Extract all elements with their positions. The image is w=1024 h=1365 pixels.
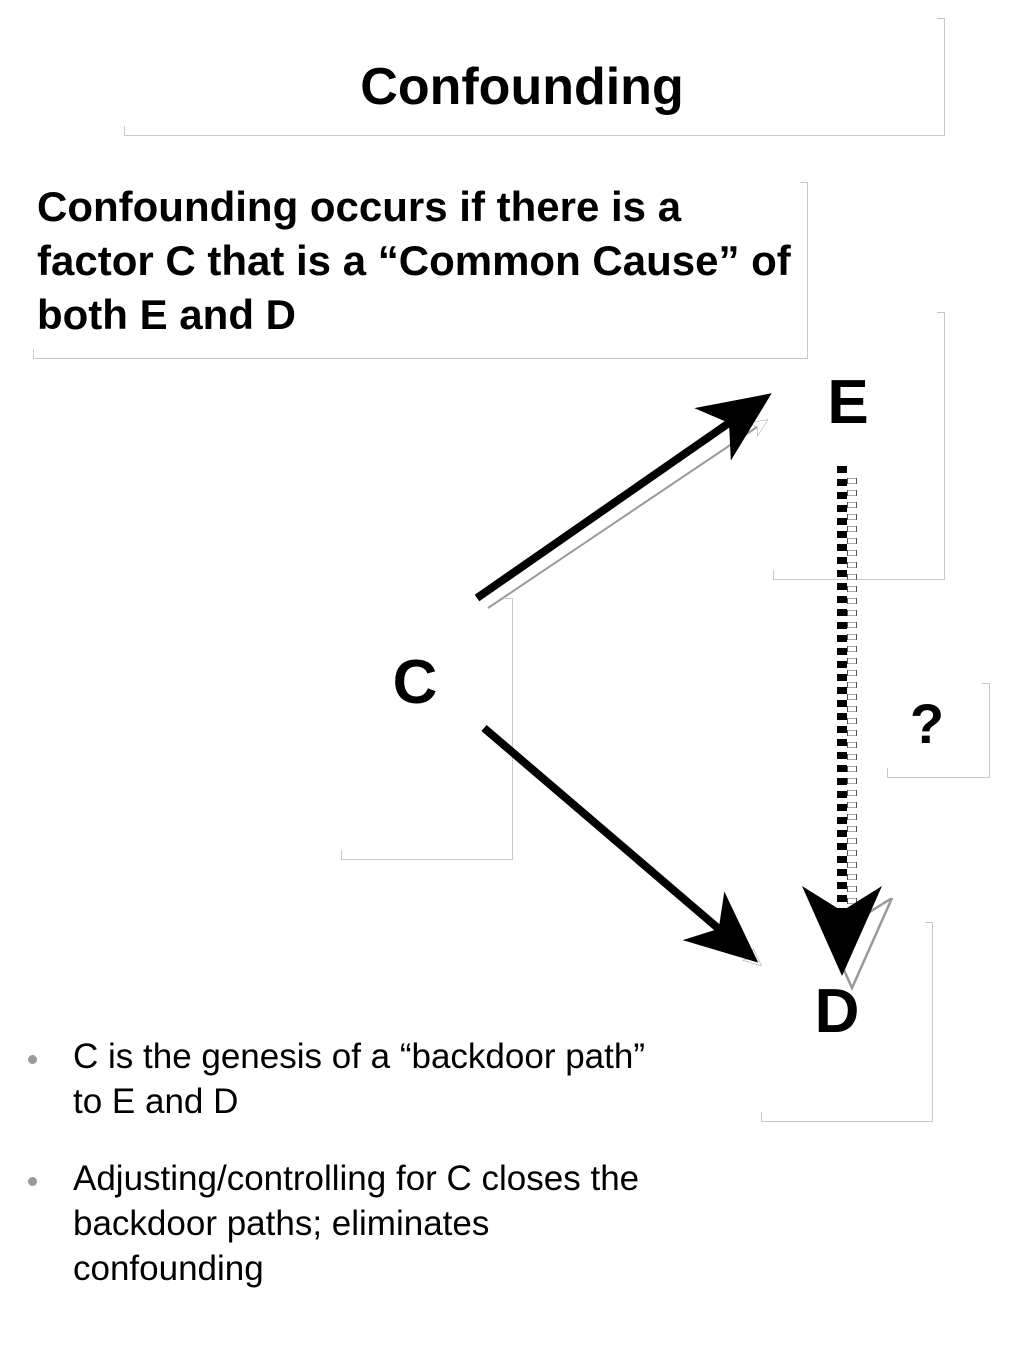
definition-text: Confounding occurs if there is a factor …	[37, 183, 791, 338]
bullet-text: C is the genesis of a “backdoor path” to…	[73, 1037, 645, 1121]
arrow-c-to-d	[481, 724, 757, 962]
arrow-c-to-e	[474, 393, 772, 609]
bullet-item: Adjusting/controlling for C closes the b…	[22, 1156, 662, 1291]
bullet-list: C is the genesis of a “backdoor path” to…	[22, 1034, 662, 1323]
definition-frame	[33, 182, 808, 359]
node-c-frame	[341, 598, 513, 860]
bullet-dot-icon	[28, 1177, 37, 1186]
bullet-dot-icon	[28, 1055, 37, 1064]
bullet-item: C is the genesis of a “backdoor path” to…	[22, 1034, 662, 1124]
node-e-frame	[773, 312, 945, 580]
title-frame	[124, 18, 945, 136]
bullet-text: Adjusting/controlling for C closes the b…	[73, 1159, 640, 1288]
node-d-frame	[761, 922, 933, 1122]
question-frame	[887, 683, 990, 778]
slide-title: Confounding	[360, 58, 684, 116]
